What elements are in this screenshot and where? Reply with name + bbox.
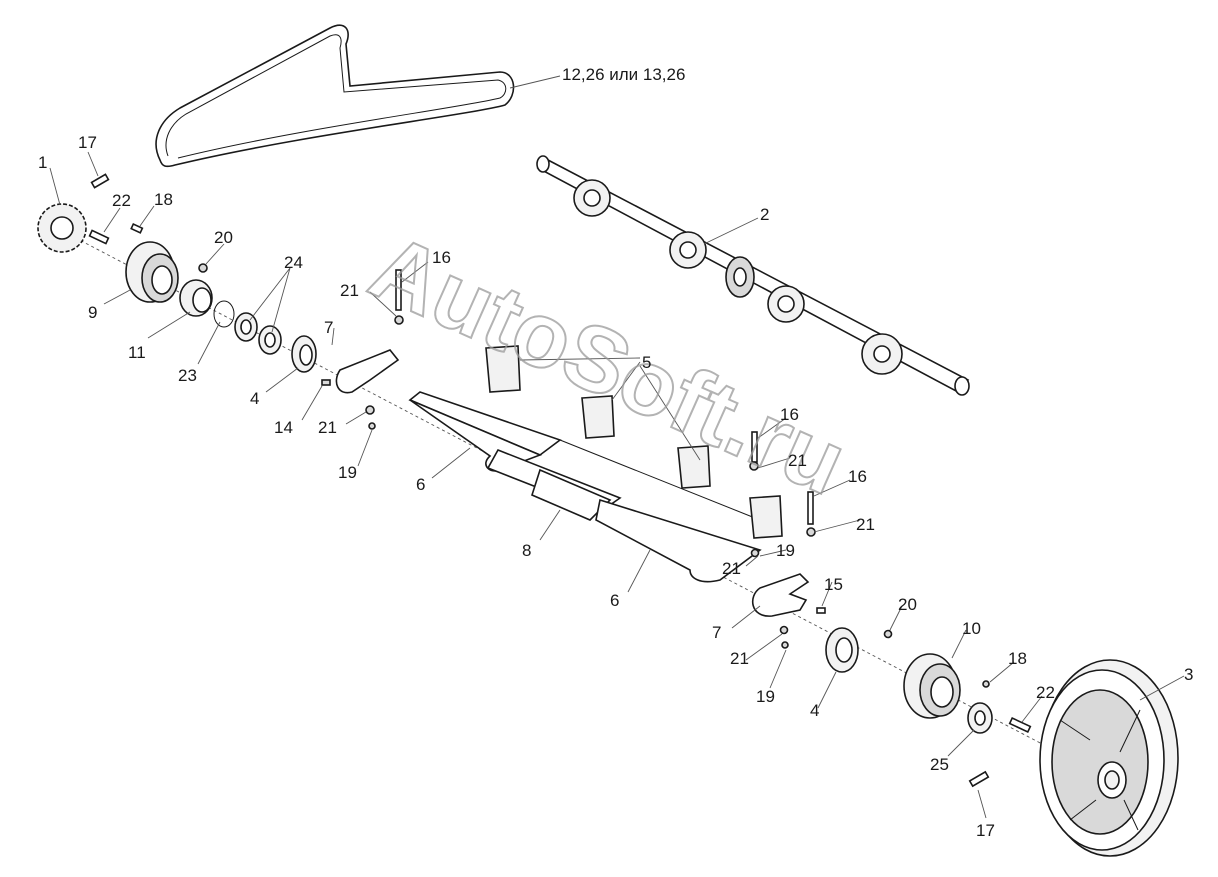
washer-21-left-bottom — [365, 405, 375, 415]
callout-21-left-bottom: 21 — [318, 418, 337, 437]
flange-right — [825, 627, 859, 673]
callout-6-top: 6 — [416, 475, 425, 494]
nut-19-left — [368, 422, 376, 430]
callout-19-lower: 19 — [756, 687, 775, 706]
callout-21-right-b: 21 — [856, 515, 875, 534]
nut-20-right — [883, 629, 893, 639]
ring-11 — [179, 279, 213, 317]
callout-10: 10 — [962, 619, 981, 638]
callout-16-right-b: 16 — [848, 467, 867, 486]
bolt-16-left — [395, 269, 402, 311]
callout-belt: 12,26 или 13,26 — [562, 65, 685, 84]
pin-22-right — [1008, 716, 1032, 734]
pulley — [1039, 659, 1179, 857]
bearing-25 — [967, 702, 993, 734]
callout-7-left: 7 — [324, 318, 333, 337]
shaft-sprocket-3 — [767, 285, 805, 323]
callout-6-bottom: 6 — [610, 591, 619, 610]
callout-15: 15 — [824, 575, 843, 594]
bearing-housing-left — [125, 241, 179, 303]
cover-assembly — [408, 391, 762, 583]
pin-22-left — [88, 229, 110, 245]
callout-22-left: 22 — [112, 191, 131, 210]
callout-14: 14 — [274, 418, 293, 437]
bearing-pair — [234, 312, 282, 355]
bolt-18-right — [982, 680, 990, 688]
washer-21-left-top — [394, 315, 404, 325]
washer-21-right-a — [749, 461, 759, 471]
flange-left — [291, 335, 317, 373]
callout-5: 5 — [642, 353, 651, 372]
callout-19-mid: 19 — [776, 541, 795, 560]
callout-16-right-a: 16 — [780, 405, 799, 424]
callout-21-left-top: 21 — [340, 281, 359, 300]
callout-3: 3 — [1184, 665, 1193, 684]
callout-22-right: 22 — [1036, 683, 1055, 702]
bolt-18-left — [130, 223, 144, 234]
callout-18-left: 18 — [154, 190, 173, 209]
bracket-7-right — [751, 573, 810, 617]
v-belt — [155, 24, 515, 168]
callout-1: 1 — [38, 153, 47, 172]
callout-2: 2 — [760, 205, 769, 224]
circlip — [213, 300, 235, 328]
callout-7-right: 7 — [712, 623, 721, 642]
shaft-sprocket-4 — [861, 333, 903, 375]
callout-19-left: 19 — [338, 463, 357, 482]
nut-20-left — [198, 263, 208, 273]
callout-21-mid: 21 — [722, 559, 741, 578]
callout-16-left: 16 — [432, 248, 451, 267]
shaft-bearing — [725, 256, 755, 298]
bracket-5-group — [485, 345, 783, 539]
bolt-17-bottom — [968, 770, 990, 788]
callout-labels: 12,26 или 13,26 1 17 22 18 20 24 9 11 23… — [38, 65, 1193, 840]
washer-21-lower — [779, 625, 789, 635]
washer-21-right-b — [806, 527, 816, 537]
bearing-housing-right — [903, 653, 961, 719]
callout-23: 23 — [178, 366, 197, 385]
callout-18-right: 18 — [1008, 649, 1027, 668]
bolt-16-right-b — [807, 491, 814, 525]
callout-8: 8 — [522, 541, 531, 560]
callout-20-right: 20 — [898, 595, 917, 614]
callout-9: 9 — [88, 303, 97, 322]
leader-lines — [49, 75, 1185, 819]
callout-17-bottom: 17 — [976, 821, 995, 840]
washer-21-mid — [750, 548, 760, 558]
bolt-15 — [816, 607, 826, 614]
callout-4-left: 4 — [250, 389, 259, 408]
callout-25: 25 — [930, 755, 949, 774]
shaft-sprocket-1 — [573, 179, 611, 217]
callout-21-right-a: 21 — [788, 451, 807, 470]
bolt-14 — [321, 379, 331, 386]
bolt-17-top — [90, 173, 110, 189]
callout-17-top: 17 — [78, 133, 97, 152]
shaft-sprocket-2 — [669, 231, 707, 269]
bracket-7-left — [335, 349, 400, 394]
callout-4-right: 4 — [810, 701, 819, 720]
callout-21-lower: 21 — [730, 649, 749, 668]
nut-19-lower — [781, 641, 789, 649]
drive-sprocket — [37, 203, 87, 253]
callout-20-left: 20 — [214, 228, 233, 247]
callout-11: 11 — [128, 343, 146, 362]
sprocket-shaft — [536, 155, 970, 396]
callout-24: 24 — [284, 253, 303, 272]
